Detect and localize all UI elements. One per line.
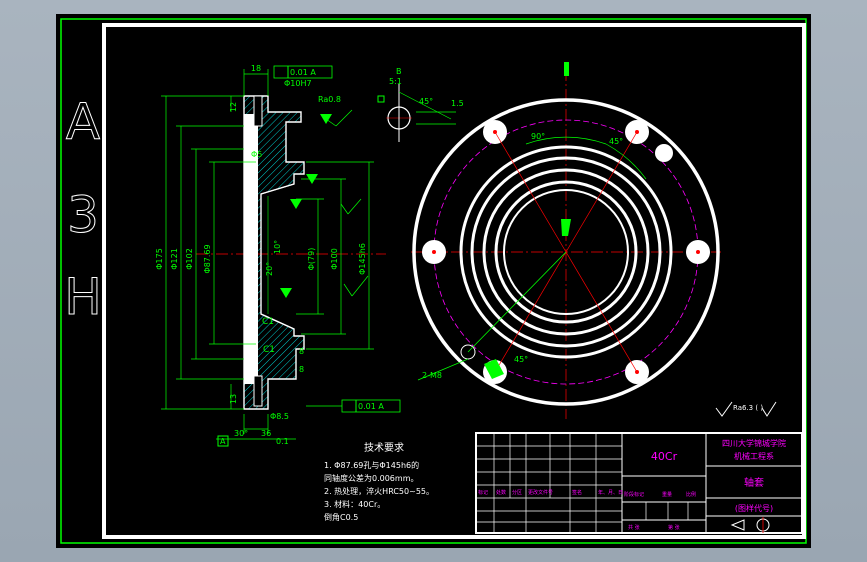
plan-ang90: 90°	[531, 132, 545, 141]
institution-line1: 四川大学锦城学院	[722, 438, 786, 448]
top-bore	[253, 95, 263, 127]
dim-d102: Φ102	[185, 248, 194, 270]
svg-text:Ra6.3 ( ): Ra6.3 ( )	[733, 404, 763, 412]
tech-notes-title: 技术要求	[364, 441, 404, 454]
ring-1	[459, 145, 673, 359]
stage-mark: 阶段标记	[624, 491, 644, 498]
dim-d13: 13	[229, 394, 238, 404]
sheet-num: 第 张	[668, 524, 680, 531]
drawing-sheet: A 3 H	[56, 14, 811, 548]
detail-dim15: 1.5	[451, 99, 464, 108]
projection-symbol	[730, 517, 770, 533]
stage-scale: 比例	[686, 491, 696, 498]
bottom-bore	[253, 375, 263, 407]
tech-note-line-4: 3. 材料：40Cr。	[324, 499, 385, 509]
tech-notes: 技术要求 1. Φ87.69孔与Φ145h6的 同轴度公差为0.006mm。 2…	[324, 441, 434, 522]
roughness-note: Ra6.3 ( )	[715, 401, 777, 417]
size-code-a: A	[66, 93, 100, 151]
inner-bore	[503, 189, 629, 315]
detail-label: B	[396, 67, 402, 76]
dim-top18: 18	[251, 64, 261, 73]
outer-flange-circle	[412, 98, 720, 406]
plan-note: 2-M8	[422, 371, 442, 380]
dim-d100: Φ100	[330, 248, 339, 270]
center-marker	[561, 219, 571, 236]
tech-note-line-3: 2. 热处理，淬火HRC50~55。	[324, 486, 434, 496]
hdr-sign: 签名	[572, 489, 582, 496]
dim-d10: Φ10H7	[284, 79, 312, 88]
tol-top-text: 0.01 A	[290, 68, 316, 77]
section-web	[244, 114, 258, 384]
svg-text:A: A	[220, 437, 226, 446]
ring-4	[494, 180, 638, 324]
dim-d145: Φ145h6	[358, 243, 367, 275]
size-code-h: H	[64, 268, 102, 326]
plan-ang45b: 45°	[514, 355, 528, 364]
material-text: 40Cr	[651, 450, 678, 463]
tech-note-line-5: 倒角C0.5	[324, 512, 358, 522]
ring-2	[470, 156, 662, 348]
detail-view-b: B 5:1 1.5 45°	[377, 67, 464, 142]
top-marker	[564, 62, 569, 76]
ring-3	[482, 168, 650, 336]
size-code-3: 3	[67, 186, 99, 244]
plan-view: 90° 45° 45° 2-M8	[411, 62, 721, 419]
datum-marker: A	[217, 435, 229, 447]
dim-c1a: C1	[262, 317, 274, 327]
drawing-code: (图样代号)	[735, 503, 773, 513]
dim-d121: Φ121	[170, 248, 179, 270]
plan-ang45a: 45°	[609, 137, 623, 146]
dim-ang10: 10°	[273, 240, 282, 254]
section-view: Φ175 Φ121 Φ102 Φ87.69 Φ(79) Φ100 Φ145h6 …	[155, 64, 401, 447]
note-marker	[484, 359, 504, 379]
stage-weight: 重量	[662, 491, 672, 498]
dim-d85: Φ8.5	[270, 412, 289, 421]
dim-top12: 12	[229, 102, 238, 112]
inner-border	[102, 23, 806, 539]
hdr-date: 年、月、日	[598, 489, 623, 496]
dim-d79: Φ(79)	[307, 248, 316, 271]
tech-note-line-1: 1. Φ87.69孔与Φ145h6的	[324, 460, 419, 470]
hdr-zone: 分区	[512, 489, 522, 496]
detail-ang45: 45°	[419, 97, 433, 106]
dim-d8b: 8	[299, 365, 304, 374]
tolerance-frame-bottom: 0.01 A	[306, 399, 401, 413]
hdr-mark: 标记	[478, 489, 488, 496]
tolerance-frame-top: 0.01 A	[273, 65, 333, 79]
dim-ang20: 20°	[265, 262, 274, 276]
dim-phi5: Φ5	[251, 150, 262, 159]
dim-d30: 30°	[234, 429, 248, 438]
outer-frame	[60, 18, 807, 544]
sheet-total: 共 张	[628, 524, 640, 531]
tech-note-line-2: 同轴度公差为0.006mm。	[324, 473, 419, 483]
dim-d01: 0.1	[276, 437, 289, 446]
detail-scale: 5:1	[389, 77, 402, 86]
pin-hole	[655, 144, 673, 162]
dim-d87: Φ87.69	[203, 244, 212, 273]
dim-c1b: C1	[263, 345, 275, 355]
dim-d175: Φ175	[155, 248, 164, 270]
dim-d8: 8	[299, 347, 304, 356]
engineering-drawing: A 3 H	[60, 18, 807, 544]
roughness-top: Ra0.8	[318, 95, 341, 104]
tol-bottom-text: 0.01 A	[358, 402, 384, 411]
dim-d36: 36	[261, 429, 271, 438]
part-name: 轴套	[744, 476, 764, 489]
hdr-count: 处数	[496, 489, 506, 496]
institution-line2: 机械工程系	[734, 451, 774, 461]
hdr-change: 更改文件号	[528, 489, 553, 496]
title-block: 标记 处数 分区 更改文件号 签名 年、月、日 阶段标记 重量 比例 共 张 第…	[475, 432, 803, 534]
